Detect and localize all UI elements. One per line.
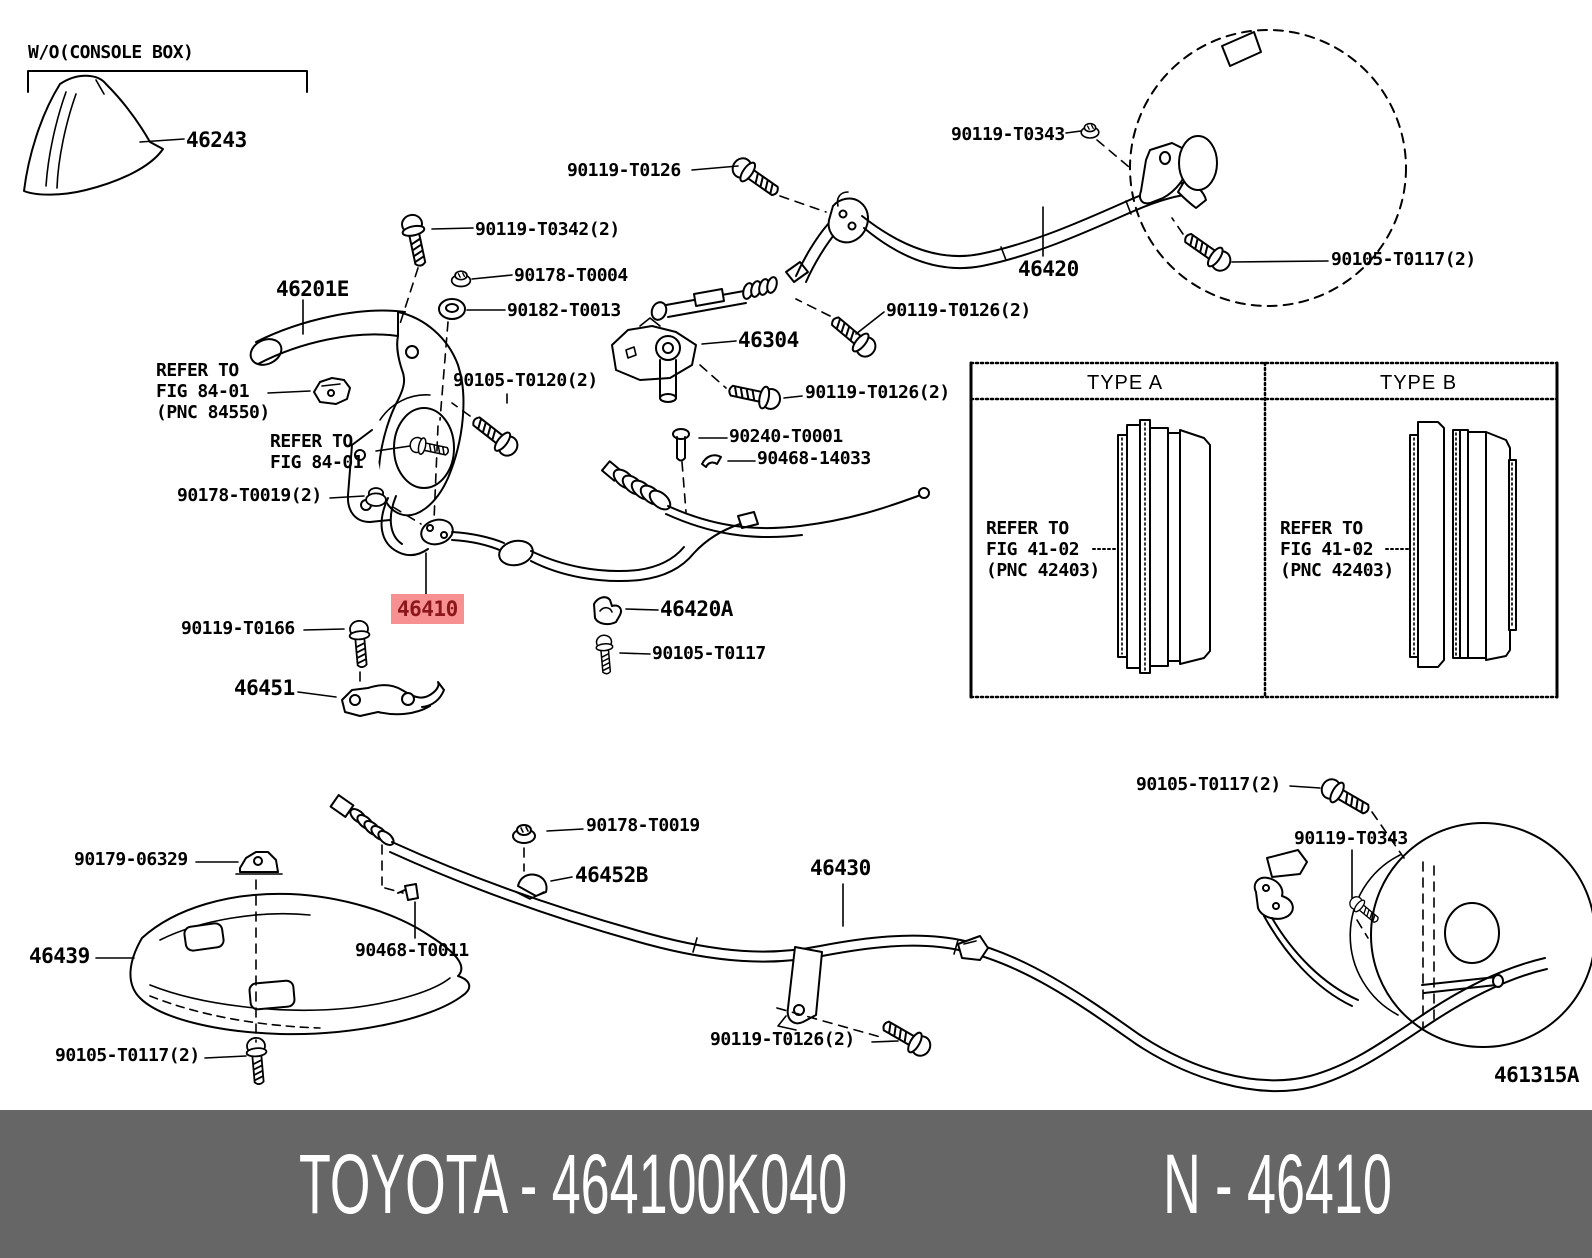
label-90119-t0126-2-bottom: 90119-T0126(2) [710,1029,855,1050]
equalizer-lever-46304 [611,261,809,403]
label-refer-fig-41-02-b: REFER TO FIG 41-02 (PNC 42403) [1280,518,1394,581]
cable-46410 [380,495,759,583]
label-46243: 46243 [186,128,247,152]
label-90105-t0117-mid: 90105-T0117 [652,643,766,664]
label-46451: 46451 [234,676,295,700]
adjuster-lever-46451 [341,681,445,717]
label-461315a: 461315A [1494,1063,1580,1087]
label-refer-fig-41-02-a: REFER TO FIG 41-02 (PNC 42403) [986,518,1100,581]
label-refer-fig-84-01: REFER TO FIG 84-01 [270,431,364,473]
label-46439: 46439 [29,944,90,968]
label-90119-t0166: 90119-T0166 [181,618,295,639]
footer-catalog-ref: N - 46410 [1162,1136,1392,1231]
type-comparison-box [969,361,1559,699]
label-90178-t0019: 90178-T0019 [586,815,700,836]
label-90105-t0117-2-top-right: 90105-T0117(2) [1331,249,1476,270]
label-46304: 46304 [738,328,799,352]
label-wo-console-box: W/O(CONSOLE BOX) [28,42,194,63]
label-90119-t0126-2-a: 90119-T0126(2) [886,300,1031,321]
label-90182-t0013: 90182-T0013 [507,300,621,321]
label-90119-t0343-top: 90119-T0343 [951,124,1065,145]
fasteners [235,122,1383,1086]
label-type-a: TYPE A [1087,372,1164,394]
label-90105-t0120-2: 90105-T0120(2) [453,370,598,391]
label-type-b: TYPE B [1380,372,1458,394]
parking-brake-lever-46201e [249,309,465,523]
leader-lines [95,130,1353,1059]
rear-cable-no1-46420 [795,142,1207,283]
pin-90240 [672,428,690,462]
label-46410-highlighted: 46410 [391,594,464,624]
label-46420a: 46420A [660,597,733,621]
label-90240-t0001: 90240-T0001 [729,426,843,447]
label-90178-t0004: 90178-T0004 [514,265,628,286]
label-90468-t0011: 90468-T0011 [355,940,469,961]
label-46420: 46420 [1018,257,1079,281]
label-46430: 46430 [810,856,871,880]
label-90105-t0117-2-bottom-right: 90105-T0117(2) [1136,774,1281,795]
label-90119-t0343-bottom: 90119-T0343 [1294,828,1408,849]
label-90119-t0342-2: 90119-T0342(2) [475,219,620,240]
label-46201e: 46201E [276,277,349,301]
brake-drum-top-right [1129,29,1407,307]
footer-bar: TOYOTA - 464100K040 N - 46410 [0,1110,1592,1258]
label-90105-t0117-2-bottom-left: 90105-T0117(2) [55,1045,200,1066]
label-46452b: 46452B [575,863,648,887]
label-90178-t0019-2: 90178-T0019(2) [177,485,322,506]
cable-spring-end [601,460,930,539]
label-90179-06329: 90179-06329 [74,849,188,870]
assembly-dash-lines [255,139,1435,1043]
parking-brake-cable-46430 [329,794,1548,1093]
label-90468-14033: 90468-14033 [757,448,871,469]
label-90119-t0126: 90119-T0126 [567,160,681,181]
console-note-bracket [27,70,308,93]
shift-boot-46243 [23,74,164,196]
shield-plate-46439 [129,892,471,1036]
label-refer-fig-84-01-pnc-84550: REFER TO FIG 84-01 (PNC 84550) [156,360,270,423]
footer-part-id: TOYOTA - 464100K040 [298,1136,847,1231]
brake-drum-bottom-right [1253,822,1592,1048]
label-90119-t0126-2-b: 90119-T0126(2) [805,382,950,403]
